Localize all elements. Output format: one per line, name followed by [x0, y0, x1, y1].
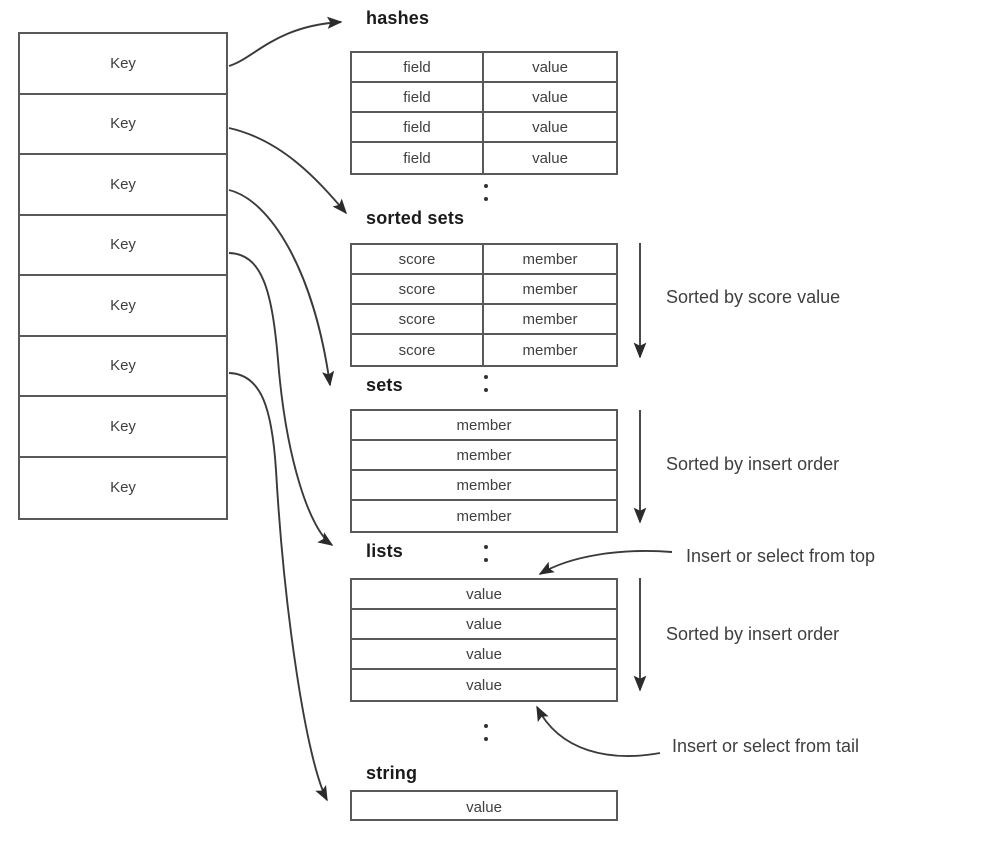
ellipsis-sets	[484, 545, 490, 562]
table-row[interactable]: value	[352, 670, 616, 700]
key-cell[interactable]: Key	[20, 397, 226, 458]
cell-member: member	[522, 310, 578, 328]
table-row[interactable]: field value	[352, 113, 616, 143]
table-hashes: field value field value field value fiel…	[350, 51, 618, 175]
cell-field: field	[352, 53, 484, 81]
table-row[interactable]: value	[352, 640, 616, 670]
table-string: value	[350, 790, 618, 821]
key-cell[interactable]: Key	[20, 215, 226, 276]
connector-key1-hashes	[228, 16, 343, 67]
key-cell[interactable]: Key	[20, 34, 226, 95]
cell-member: member	[456, 416, 512, 434]
cell-score: score	[352, 245, 484, 273]
ellipsis-lists	[484, 724, 490, 741]
cell-score: score	[352, 335, 484, 365]
cell-field: field	[352, 143, 484, 173]
cell-value: value	[532, 58, 568, 76]
cell-value: value	[466, 645, 502, 663]
connector-insert-top	[538, 550, 673, 575]
cell-member: member	[522, 280, 578, 298]
annotation-sorted-by-score-value: Sorted by score value	[666, 287, 841, 307]
table-sorted-sets: score member score member score member s…	[350, 243, 618, 367]
key-cell[interactable]: Key	[20, 94, 226, 155]
cell-member: member	[456, 507, 512, 525]
cell-value: value	[532, 149, 568, 167]
cell-value: value	[466, 676, 502, 694]
section-label-lists: lists	[366, 541, 404, 561]
section-label-sorted-sets: sorted sets	[366, 208, 465, 228]
table-row[interactable]: value	[352, 580, 616, 610]
connector-key3-sets	[228, 189, 335, 387]
cell-value: value	[532, 88, 568, 106]
key-cell[interactable]: Key	[20, 276, 226, 337]
table-lists: value value value value	[350, 578, 618, 702]
connector-key4-lists	[228, 252, 334, 546]
cell-member: member	[522, 341, 578, 359]
table-row[interactable]: score member	[352, 335, 616, 365]
table-row[interactable]: member	[352, 441, 616, 471]
annotation-sorted-by-insert-order-sets: Sorted by insert order	[666, 454, 840, 474]
ellipsis-hashes	[484, 184, 490, 201]
key-column: Key Key Key Key Key Key Key Key	[18, 32, 228, 520]
cell-value: value	[532, 118, 568, 136]
cell-score: score	[352, 275, 484, 303]
table-row[interactable]: value	[352, 792, 616, 822]
cell-value: value	[466, 798, 502, 816]
table-row[interactable]: member	[352, 501, 616, 531]
table-row[interactable]: score member	[352, 305, 616, 335]
connector-key6-string	[228, 372, 328, 802]
annotation-insert-or-select-from-top: Insert or select from top	[686, 546, 876, 566]
connector-insert-tail	[536, 705, 661, 757]
table-row[interactable]: value	[352, 610, 616, 640]
table-row[interactable]: field value	[352, 83, 616, 113]
key-cell[interactable]: Key	[20, 155, 226, 216]
key-cell[interactable]: Key	[20, 336, 226, 397]
table-row[interactable]: member	[352, 411, 616, 441]
table-row[interactable]: member	[352, 471, 616, 501]
cell-score: score	[352, 305, 484, 333]
section-label-hashes: hashes	[366, 8, 430, 28]
cell-field: field	[352, 113, 484, 141]
table-row[interactable]: score member	[352, 275, 616, 305]
cell-member: member	[522, 250, 578, 268]
table-row[interactable]: field value	[352, 53, 616, 83]
annotation-sorted-by-insert-order-lists: Sorted by insert order	[666, 624, 840, 644]
table-sets: member member member member	[350, 409, 618, 533]
table-row[interactable]: score member	[352, 245, 616, 275]
cell-field: field	[352, 83, 484, 111]
key-cell[interactable]: Key	[20, 457, 226, 518]
ellipsis-sorted-sets	[484, 375, 490, 392]
connector-key2-sorted-sets	[228, 127, 347, 215]
table-row[interactable]: field value	[352, 143, 616, 173]
section-label-sets: sets	[366, 375, 403, 395]
annotation-insert-or-select-from-tail: Insert or select from tail	[672, 736, 860, 756]
cell-member: member	[456, 446, 512, 464]
cell-value: value	[466, 615, 502, 633]
section-label-string: string	[366, 763, 418, 783]
cell-value: value	[466, 585, 502, 603]
cell-member: member	[456, 476, 512, 494]
